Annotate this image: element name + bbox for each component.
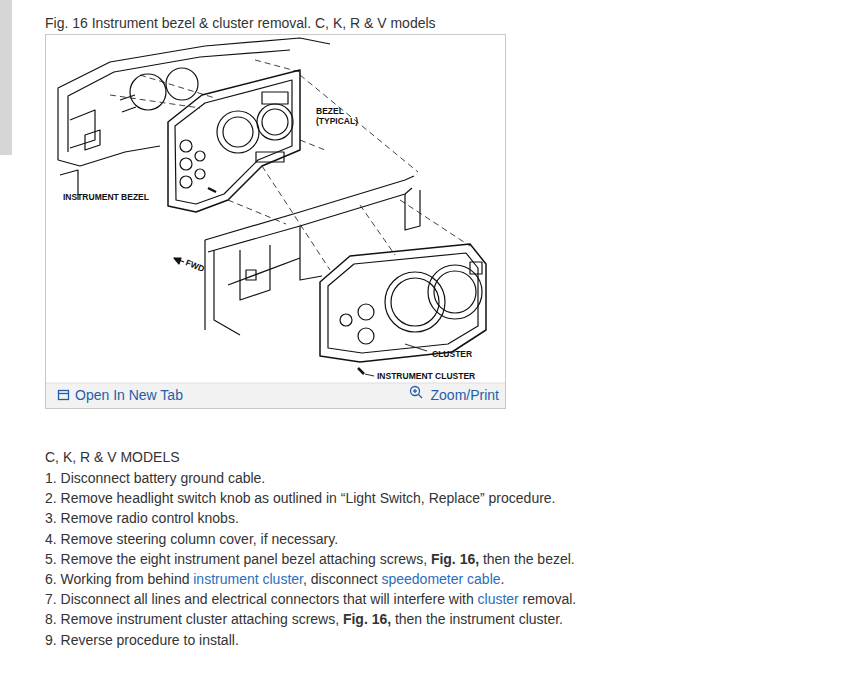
list-line: 3. Remove radio control knobs. [45, 508, 239, 528]
list-item-text: 2. Remove headlight switch knob as outli… [45, 490, 556, 506]
figure-frame [46, 35, 506, 409]
line-drawing [58, 38, 486, 376]
list-line: 6. Working from behindinstrument cluster… [45, 569, 504, 589]
toolbar-divider [46, 383, 505, 384]
list-item-text: 6. Working from behind [45, 571, 189, 587]
section-heading: C, K, R & V MODELS [45, 448, 180, 466]
list-line: 2. Remove headlight switch knob as outli… [45, 488, 556, 508]
figure-caption: Fig. 16 Instrument bezel & cluster remov… [45, 14, 436, 32]
list-line: 7. Disconnect all lines and electrical c… [45, 589, 576, 609]
list-line: 5. Remove the eight instrument panel bez… [45, 549, 575, 569]
toolbar-link: Open In New Tab [75, 386, 183, 404]
list-item-text: . [501, 571, 505, 587]
list-item-text: 5. Remove the eight instrument panel bez… [45, 551, 427, 567]
assembly-lines [110, 60, 470, 270]
link-text: speedometer cable [381, 571, 500, 587]
list-item-text: then the instrument cluster. [395, 611, 563, 627]
figure-ref: Fig. 16, [343, 611, 391, 627]
figure-ref: Fig. 16, [431, 551, 479, 567]
link-text: cluster [478, 591, 519, 607]
list-item-text: 7. Disconnect all lines and electrical c… [45, 591, 474, 607]
toolbar-link: Zoom/Print [431, 386, 499, 404]
list-line: 8. Remove instrument cluster attaching s… [45, 609, 563, 629]
part-label: INSTRUMENT CLUSTER [377, 371, 475, 381]
scroll-strip [0, 0, 12, 155]
list-item-text: 9. Reverse procedure to install. [45, 632, 239, 648]
list-item-text: 4. Remove steering column cover, if nece… [45, 531, 338, 547]
figure-toolbar [46, 383, 505, 408]
list-item-text: 3. Remove radio control knobs. [45, 510, 239, 526]
list-item-text: then the bezel. [483, 551, 575, 567]
part-label: CLUSTER [432, 349, 472, 359]
list-line: 1. Disconnect battery ground cable. [45, 468, 265, 488]
part-label: BEZEL (TYPICAL) [316, 106, 366, 126]
part-label: INSTRUMENT BEZEL [63, 192, 149, 202]
list-item-text: 1. Disconnect battery ground cable. [45, 470, 265, 486]
link-text: instrument cluster [193, 571, 303, 587]
list-line: 9. Reverse procedure to install. [45, 630, 239, 650]
list-item-text: removal. [523, 591, 577, 607]
list-line: 4. Remove steering column cover, if nece… [45, 529, 338, 549]
list-item-text: , disconnect [303, 571, 378, 587]
list-item-text: 8. Remove instrument cluster attaching s… [45, 611, 339, 627]
